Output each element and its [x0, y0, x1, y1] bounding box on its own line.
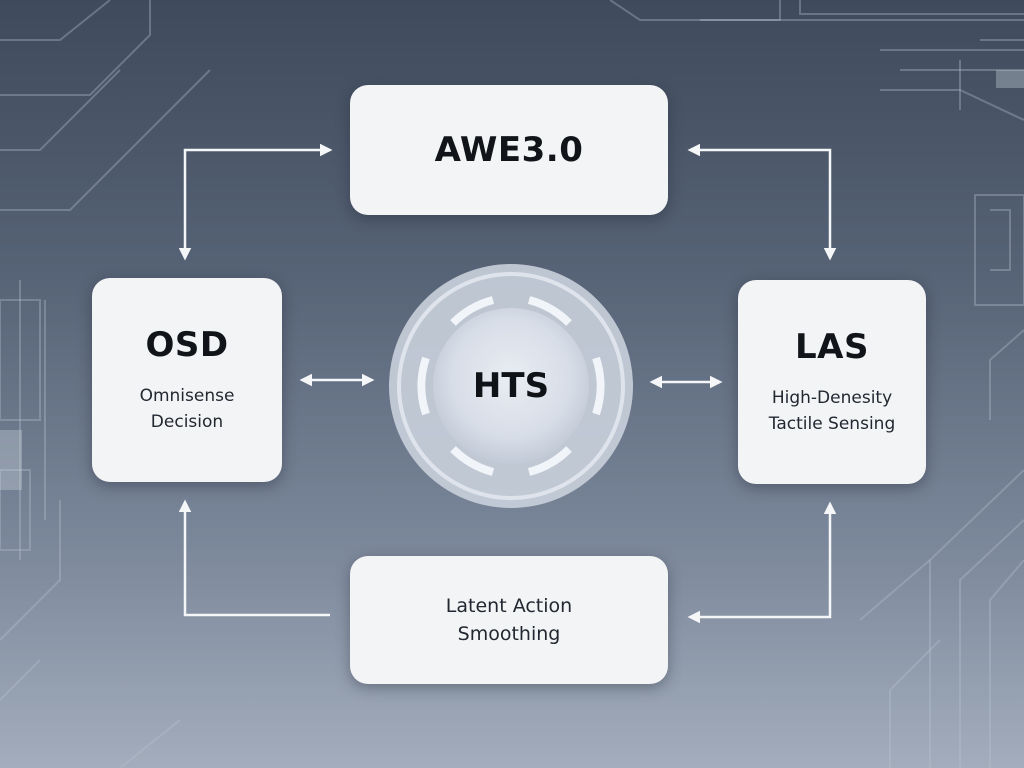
hub-ring: [389, 264, 633, 508]
node-osd-title: OSD: [145, 325, 229, 365]
node-las-subtitle: High-Denesity Tactile Sensing: [768, 388, 896, 434]
node-osd: OSD Omnisense Decision: [92, 278, 282, 482]
node-latent-action: Latent Action Smoothing: [350, 556, 668, 684]
node-awe: AWE3.0: [350, 85, 668, 215]
node-osd-subtitle: Omnisense Decision: [139, 386, 235, 432]
node-awe-title: AWE3.0: [434, 130, 584, 170]
hub-title: HTS: [472, 366, 550, 406]
node-latent-action-label: Latent Action Smoothing: [445, 595, 573, 645]
node-las-title: LAS: [795, 327, 869, 367]
node-las: LAS High-Denesity Tactile Sensing: [738, 280, 926, 484]
